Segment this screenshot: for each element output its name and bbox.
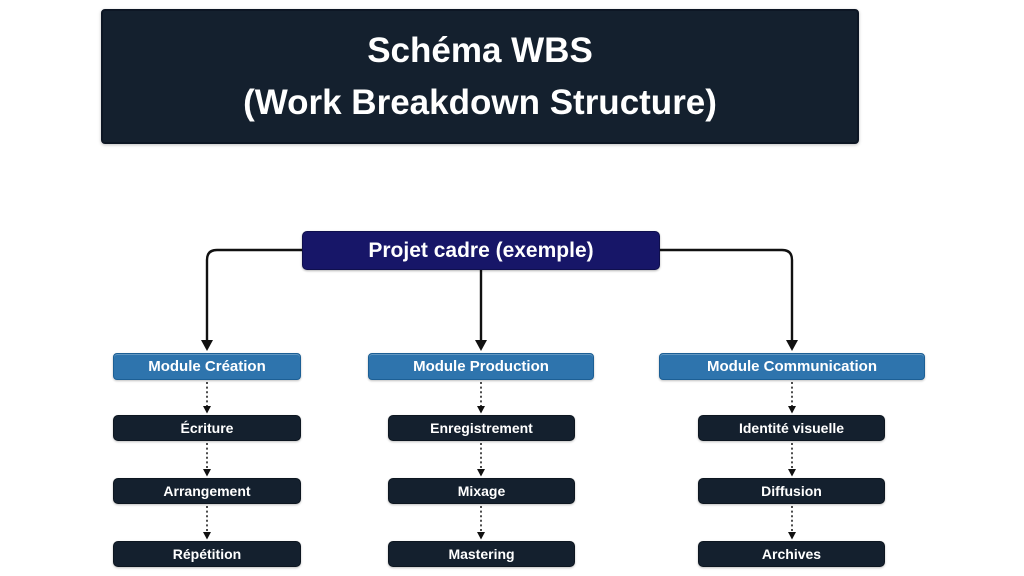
module-node-creation: Module Création [113,353,301,380]
title-line-2: (Work Breakdown Structure) [243,82,717,122]
task-node-arrangement: Arrangement [113,478,301,504]
task-node-mixage: Mixage [388,478,575,504]
solid-arrowheads [201,340,798,351]
module-node-communication: Module Communication [659,353,925,380]
task-node-identite-visuelle: Identité visuelle [698,415,885,441]
task-node-archives: Archives [698,541,885,567]
task-node-enregistrement: Enregistrement [388,415,575,441]
title-line-1: Schéma WBS [367,30,593,70]
root-node: Projet cadre (exemple) [302,231,660,270]
title-box: Schéma WBS (Work Breakdown Structure) [101,9,859,144]
task-node-diffusion: Diffusion [698,478,885,504]
task-node-repetition: Répétition [113,541,301,567]
task-node-mastering: Mastering [388,541,575,567]
module-node-production: Module Production [368,353,594,380]
task-node-ecriture: Écriture [113,415,301,441]
dotted-connectors [206,382,793,532]
